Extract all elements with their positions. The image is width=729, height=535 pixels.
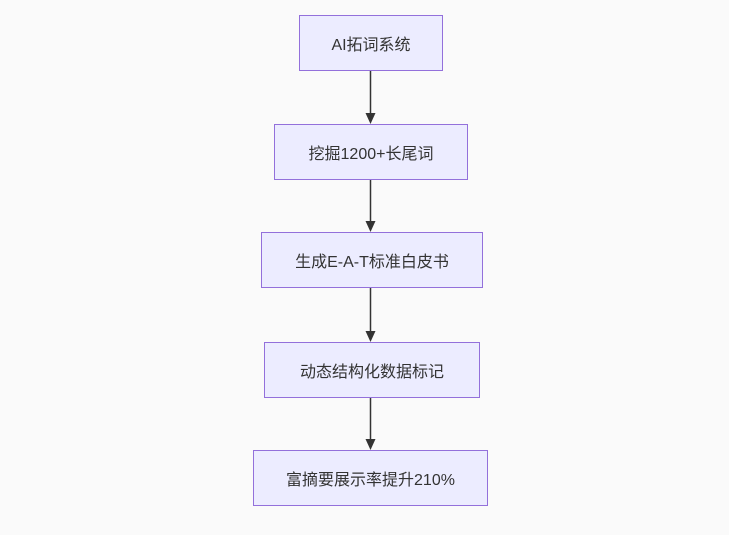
flow-arrow [365,71,376,124]
flowchart-node-rich-snippet-result: 富摘要展示率提升210% [253,450,488,506]
flow-arrow [365,288,376,342]
flow-arrow [365,398,376,450]
flowchart-node-longtail-keywords: 挖掘1200+长尾词 [274,124,468,180]
flowchart-node-structured-data: 动态结构化数据标记 [264,342,480,398]
flowchart-node-eat-whitepaper: 生成E-A-T标准白皮书 [261,232,483,288]
flowchart-node-ai-expansion-system: AI拓词系统 [299,15,443,71]
flow-arrow [365,180,376,232]
